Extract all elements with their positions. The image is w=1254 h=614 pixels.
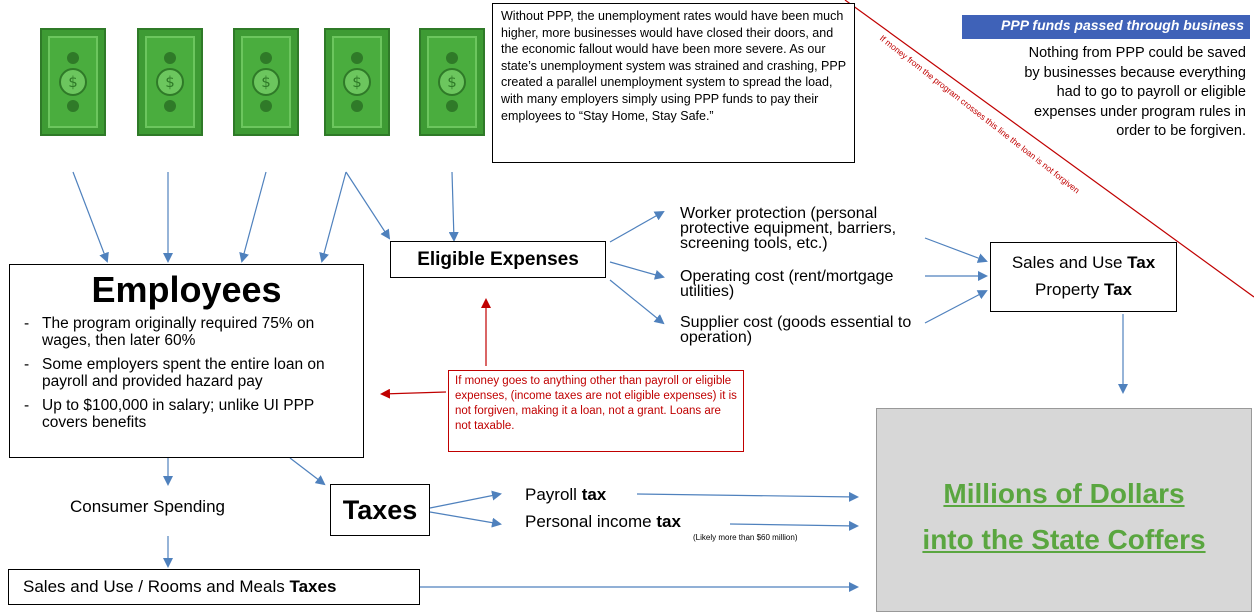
state-coffers-box: Millions of Dollars into the State Coffe… — [876, 408, 1252, 612]
sales-use-tax-line: Sales and Use Tax — [1011, 253, 1156, 272]
income-tax-estimate-note: (Likely more than $60 million) — [693, 533, 798, 542]
taxes-title: Taxes — [342, 495, 418, 525]
money-bill-icon: $ — [40, 28, 106, 136]
money-bill-icon: $ — [324, 28, 390, 136]
employees-item: Up to $100,000 in salary; unlike UI PPP … — [24, 397, 353, 431]
employees-title: Employees — [91, 269, 282, 310]
employees-list: The program originally required 75% on w… — [10, 315, 363, 431]
expense-supplier-cost: Supplier cost (goods essential to operat… — [680, 314, 912, 346]
ppp-explanation-note: Without PPP, the unemployment rates woul… — [492, 3, 855, 163]
sales-property-tax-box: Sales and Use Tax Property Tax — [990, 242, 1177, 312]
pass-through-banner: PPP funds passed through business — [962, 15, 1250, 39]
eligible-expenses-title: Eligible Expenses — [417, 249, 579, 270]
sales-rooms-meals-box: Sales and Use / Rooms and Meals Taxes — [8, 569, 420, 605]
expense-operating-cost: Operating cost (rent/mortgage utilities) — [680, 268, 894, 300]
money-bill-icon: $ — [233, 28, 299, 136]
loan-forgiveness-text: If money goes to anything other than pay… — [455, 375, 737, 432]
eligible-expenses-box: Eligible Expenses — [390, 241, 606, 278]
property-tax-line: Property Tax — [1034, 280, 1133, 299]
employees-box: Employees The program originally require… — [9, 264, 364, 458]
ppp-explanation-text: Without PPP, the unemployment rates woul… — [501, 9, 846, 123]
state-coffers-line2: into the State Coffers — [922, 524, 1206, 555]
state-coffers-line1: Millions of Dollars — [943, 478, 1185, 509]
employees-item: Some employers spent the entire loan on … — [24, 356, 353, 390]
state-coffers-title: Millions of Dollars into the State Coffe… — [877, 471, 1251, 563]
employees-item: The program originally required 75% on w… — [24, 315, 353, 349]
payroll-tax-label: Payroll tax — [525, 485, 607, 504]
taxes-box: Taxes — [330, 484, 430, 536]
nothing-saved-note: Nothing from PPP could be saved by busin… — [1024, 45, 1246, 140]
personal-income-tax-label: Personal income tax — [525, 512, 681, 531]
money-bill-icon: $ — [419, 28, 485, 136]
loan-forgiveness-note: If money goes to anything other than pay… — [448, 370, 744, 452]
money-bill-icon: $ — [137, 28, 203, 136]
expense-worker-protection: Worker protection (personal protective e… — [680, 205, 897, 252]
consumer-spending-label: Consumer Spending — [70, 497, 225, 516]
